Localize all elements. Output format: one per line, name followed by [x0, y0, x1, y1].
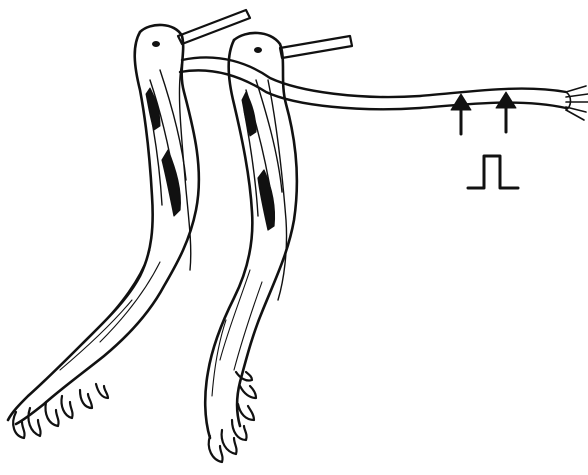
left-toes: [13, 384, 108, 438]
left-knee-mark: [152, 41, 160, 47]
right-toes: [209, 372, 256, 462]
square-pulse-symbol: [468, 156, 518, 188]
stimulus-arrow-left-head: [451, 94, 471, 110]
right-muscle-shadow: [258, 170, 275, 230]
left-leg: [8, 10, 250, 438]
right-bone-stub: [280, 36, 352, 58]
nerve-frayed-end: [566, 86, 588, 120]
stimulus-arrows: [451, 92, 516, 134]
left-muscle-shadow-upper: [146, 88, 160, 130]
left-muscle-shadow: [162, 150, 180, 216]
left-leg-outline-right: [16, 25, 199, 424]
left-bone-stub: [178, 10, 250, 44]
right-knee-mark: [254, 47, 262, 53]
stimulus-arrow-right-head: [496, 92, 516, 108]
left-leg-outline-left: [8, 32, 153, 420]
nerve-fiber-bundle: [179, 57, 588, 300]
